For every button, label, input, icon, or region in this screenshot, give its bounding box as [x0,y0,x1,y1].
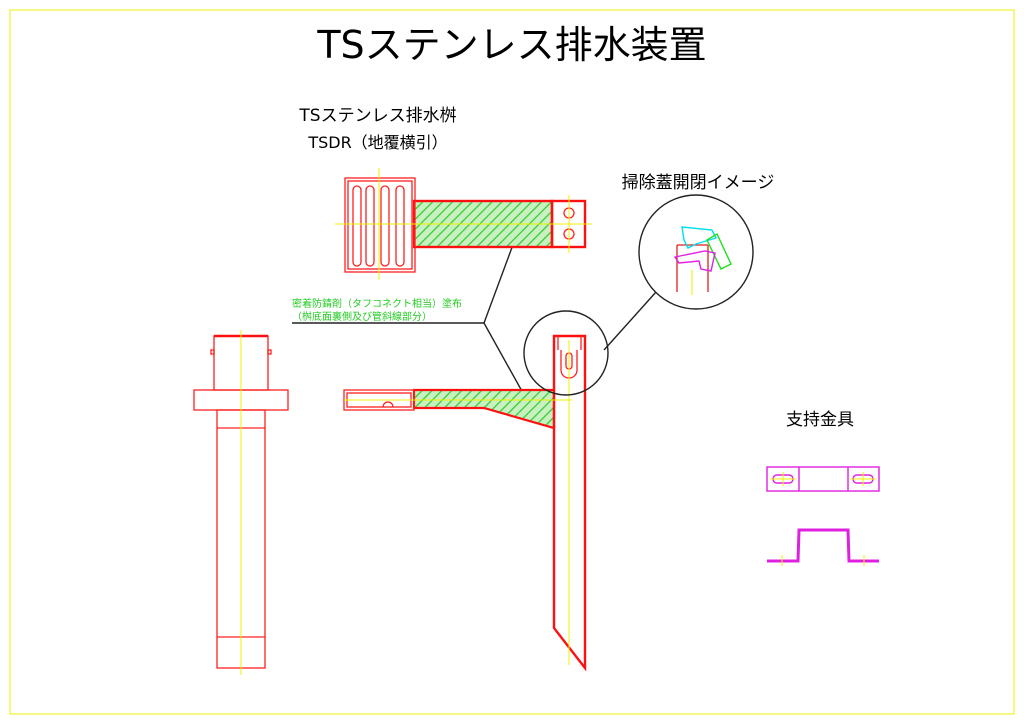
cleanout-image [638,194,754,310]
top-view [335,168,592,280]
drawing-frame [9,9,1015,715]
cleanout-label: 掃除蓋開閉イメージ [622,173,775,193]
leader-lines [292,241,657,403]
drawing-title: TSステンレス排水装置 [316,23,706,67]
product-model: TSDR（地覆横引） [307,133,447,152]
bracket-label: 支持金具 [786,410,854,430]
note-line1: 密着防錆剤（タフコネクト相当）塗布 [292,297,462,310]
note-line2: （桝底面裏側及び管斜線部分） [292,310,432,323]
front-view [193,330,289,675]
product-name: TSステンレス排水桝 [298,106,456,126]
support-bracket [766,466,880,566]
side-view [343,310,609,672]
